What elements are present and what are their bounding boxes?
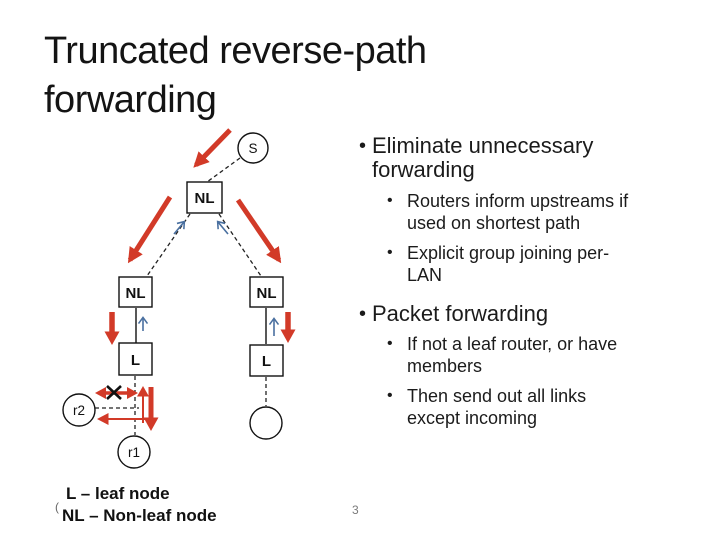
sub-bullet-leaf-router: • If not a leaf router, or have members — [346, 333, 683, 377]
truncated-link-arrow — [95, 385, 138, 400]
node-left-leaf: L — [118, 342, 153, 376]
slide-title: Truncated reverse-path forwarding — [44, 30, 427, 121]
packet-flow-arrows — [97, 128, 296, 431]
bullet-packet-forwarding: •Packet forwarding — [346, 302, 632, 326]
sub-bullet-send-all-links: • Then send out all links except incoming — [346, 385, 683, 429]
node-root-nl: NL — [186, 181, 223, 214]
footer-fragment: ( — [55, 500, 59, 514]
svg-text:r1: r1 — [128, 445, 140, 460]
svg-text:S: S — [248, 141, 257, 156]
bullet-dot: • — [387, 192, 393, 209]
svg-text:r2: r2 — [73, 403, 85, 418]
sub-bullet-routers-inform: • Routers inform upstreams if used on sho… — [346, 190, 683, 234]
bullet-dot: • — [359, 303, 367, 325]
bullet-content: •Eliminate unnecessary forwarding •Route… — [346, 134, 716, 437]
node-right-leaf: L — [249, 344, 284, 377]
bullet-dot: • — [387, 244, 393, 261]
node-source: S — [237, 132, 269, 164]
legend-nonleaf-node: NL – Non-leaf node — [62, 506, 217, 525]
bullet-dot: • — [387, 335, 393, 352]
svg-text:L: L — [131, 352, 140, 369]
svg-text:L: L — [262, 353, 271, 370]
svg-text:NL: NL — [195, 190, 215, 207]
sub-bullet-label: If not a leaf router, or have members — [407, 334, 618, 376]
node-router1: r1 — [117, 435, 151, 469]
sub-bullets-eliminate: • Routers inform upstreams if used on sho… — [346, 190, 716, 286]
sub-bullets-packet: • If not a leaf router, or have members •… — [346, 333, 716, 429]
sub-bullet-label: Explicit group joining per-LAN — [407, 243, 610, 285]
sub-bullet-label: Then send out all links except incoming — [407, 386, 587, 428]
sub-bullet-explicit-join: • Explicit group joining per-LAN — [346, 242, 683, 286]
node-receiver-plain — [249, 406, 283, 440]
node-right-nl: NL — [249, 276, 284, 308]
bullet-dot: • — [387, 387, 393, 404]
tree-solid-links — [135, 308, 267, 344]
bullet-dot: • — [359, 135, 367, 157]
bullet-eliminate: •Eliminate unnecessary forwarding — [346, 134, 632, 182]
sub-bullet-label: Routers inform upstreams if used on shor… — [407, 191, 629, 233]
svg-text:NL: NL — [257, 285, 277, 302]
bullet-label: Packet forwarding — [372, 301, 549, 326]
x-mark-icon — [106, 385, 122, 400]
node-left-nl: NL — [118, 276, 153, 308]
bullet-label: Eliminate unnecessary forwarding — [372, 133, 594, 182]
svg-text:NL: NL — [126, 285, 146, 302]
legend-leaf-node: L – leaf node — [66, 484, 170, 503]
node-router2: r2 — [62, 393, 96, 427]
page-number: 3 — [352, 503, 359, 517]
report-arrows — [137, 220, 280, 336]
tree-dashed-links — [95, 157, 267, 435]
